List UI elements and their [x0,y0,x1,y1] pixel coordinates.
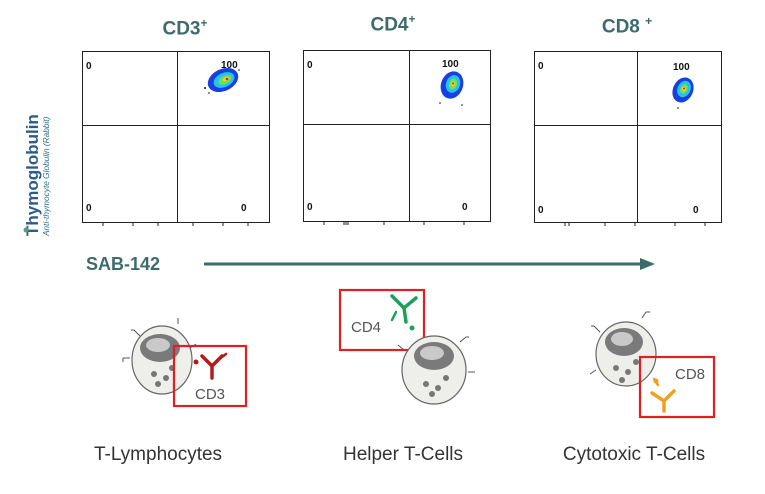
quadrant-tl-value: 0 [86,61,92,72]
cd8-antibody-icon [650,377,676,413]
progression-arrow [204,258,655,270]
cd8-antibody-box: CD8 [638,355,716,419]
quadrant-tl-value: 0 [538,61,544,72]
cell-population-cluster [672,77,694,109]
thymoglobulin-logo: Thymoglobulin Anti-thymocyte Globulin (R… [23,114,51,237]
panel-title-cd3: CD3+ [162,16,208,40]
quadrant-br-value: 0 [693,205,699,216]
t-lymphocyte-illustration [122,318,197,395]
quadrant-bl-value: 0 [86,203,92,214]
cell-label-cytotoxic-t-cells: Cytotoxic T-Cells [562,444,706,465]
flow-plot-cd4: 0 100 0 0 [303,50,491,225]
quadrant-br-value: 0 [462,202,468,213]
cd8-marker-label: CD8 [675,366,705,383]
cd3-antibody-box: CD3 [172,344,248,408]
quadrant-divider-vertical [177,52,179,222]
cd3-antibody-icon [200,352,228,380]
quadrant-divider-horizontal [535,125,721,127]
quadrant-tl-value: 0 [307,60,313,71]
logo-dot-icon [23,227,29,233]
quadrant-divider-horizontal [304,124,490,126]
cd4-antibody-icon [390,294,418,324]
cell-population-cluster [439,71,464,106]
x-axis-ticks [102,222,249,226]
quadrant-bl-value: 0 [538,205,544,216]
panel-title-cd8: CD8 + [601,14,653,38]
cd4-antibody-box: CD4 [338,288,426,352]
quadrant-br-value: 0 [241,203,247,214]
x-axis-ticks [564,222,706,226]
x-axis-ticks [323,221,465,225]
cell-label-t-lymphocytes: T-Lymphocytes [93,444,223,465]
cell-population-cluster [204,67,240,94]
quadrant-divider-vertical [409,51,411,221]
cd4-marker-label: CD4 [351,319,381,336]
quadrant-tr-value: 100 [221,60,238,71]
panel-title-cd4: CD4+ [370,12,416,36]
quadrant-divider-vertical [637,52,639,222]
quadrant-tr-value: 100 [442,59,459,70]
helper-t-cell-illustration [397,335,475,405]
logo-tagline: Anti-thymocyte Globulin (Rabbit) [41,116,51,237]
quadrant-divider-horizontal [83,125,269,127]
cell-label-helper-t-cells: Helper T-Cells [342,444,464,465]
logo-brand: Thymoglobulin [23,114,42,236]
flow-plot-cd3: 0 100 0 0 [82,51,270,226]
quadrant-bl-value: 0 [307,202,313,213]
flow-plot-cd8: 0 100 0 0 [534,51,722,226]
cd3-marker-label: CD3 [195,386,225,403]
arrow-label: SAB-142 [86,254,161,274]
cytotoxic-t-cell-illustration [589,311,657,387]
quadrant-tr-value: 100 [673,62,690,73]
